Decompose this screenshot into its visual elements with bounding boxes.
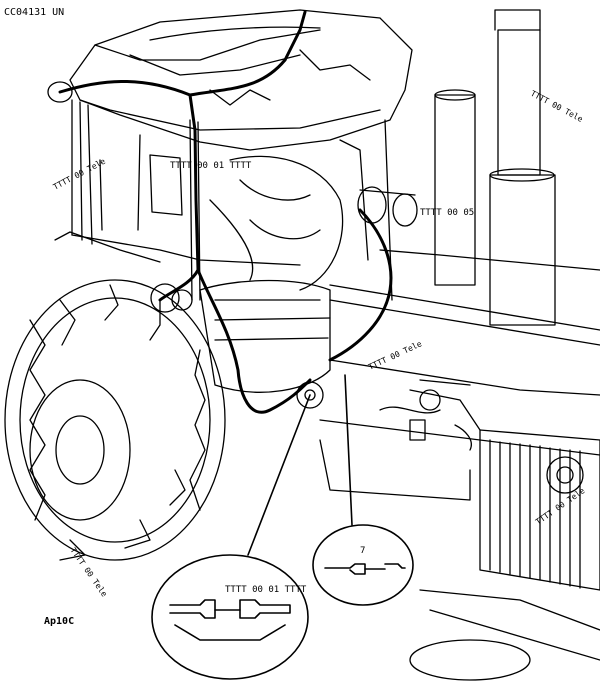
lamp-assembly-right	[357, 186, 418, 227]
valve-assembly	[409, 379, 481, 451]
callout-label: TTTT 00 Tele	[367, 339, 423, 372]
inset-leader-lines	[247, 374, 353, 556]
frame-rails	[319, 249, 600, 456]
cab-window-panel	[149, 154, 183, 216]
callout-label: TTTT 00 Tele	[52, 157, 107, 192]
front-axle	[319, 406, 600, 681]
connector-inset-left	[151, 554, 309, 680]
engine-block	[199, 155, 344, 409]
wiring-harness	[58, 10, 393, 414]
callout-label: TTTT 00 05	[420, 208, 474, 218]
exhaust-stack	[434, 9, 556, 326]
connector-inset-right	[312, 524, 414, 606]
callout-label: TTTT 00 Tele	[529, 89, 584, 124]
callout-label: TTTT 00 01 TTTT	[170, 161, 252, 171]
radiator-grille	[479, 429, 600, 591]
inset-number: 7	[360, 546, 365, 556]
rear-wheel	[4, 279, 226, 561]
callout-label: TTTT 00 01 TTTT	[225, 585, 307, 595]
cab-roof	[69, 9, 413, 151]
callout-label: TTTT 00 Tele	[68, 546, 109, 599]
figure-id: CC04131 UN	[4, 7, 64, 18]
corner-code: Ap10C	[44, 616, 74, 627]
lamp-assembly-left	[47, 81, 193, 313]
